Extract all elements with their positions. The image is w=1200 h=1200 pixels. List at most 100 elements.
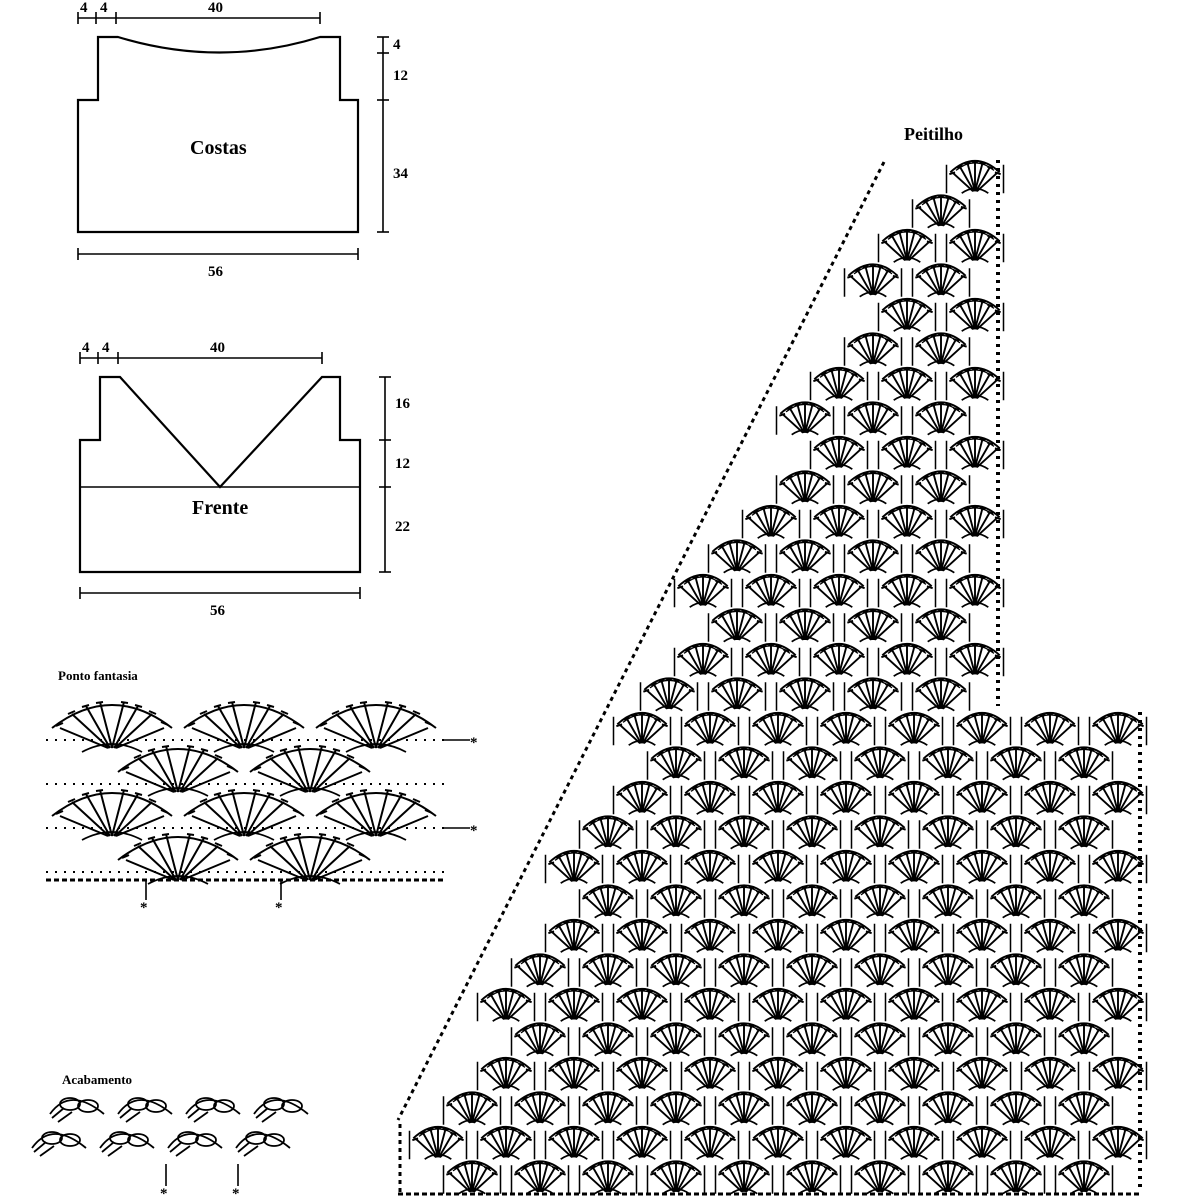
peitilho-fan-stitch xyxy=(884,987,944,1023)
peitilho-fan-stitch xyxy=(1088,1056,1148,1092)
acabamento-loop-stitch xyxy=(235,1131,291,1157)
peitilho-fan-stitch xyxy=(816,780,876,816)
peitilho-fan-stitch xyxy=(578,953,638,988)
peitilho-fan-stitch xyxy=(680,711,740,747)
ponto-fantasia-marker-row-b: * xyxy=(470,823,478,839)
peitilho-fan-stitch xyxy=(741,504,801,540)
peitilho-fan-stitch xyxy=(612,987,672,1023)
peitilho-fan-stitch xyxy=(884,849,944,885)
peitilho-fan-stitch xyxy=(748,918,808,954)
frente-dim-right-c: 22 xyxy=(395,519,410,535)
peitilho-fan-stitch xyxy=(748,849,808,885)
peitilho-fan-stitch xyxy=(945,159,1005,195)
peitilho-fan-stitch xyxy=(952,849,1012,885)
peitilho-fan-stitch xyxy=(707,539,767,574)
peitilho-fan-stitch xyxy=(809,504,869,540)
peitilho-fan-stitch xyxy=(986,746,1046,781)
peitilho-fan-stitch xyxy=(884,711,944,747)
frente-schematic: 4 4 40 Frente 16 12 22 56 xyxy=(78,340,411,619)
peitilho-fan-stitch xyxy=(578,815,638,850)
peitilho-fan-stitch xyxy=(1054,953,1114,988)
peitilho-fan-stitch xyxy=(673,642,733,678)
ponto-fantasia-fan-stitch xyxy=(249,745,371,797)
peitilho-fan-stitch xyxy=(646,884,706,919)
ponto-fantasia-marker-col-b: * xyxy=(275,900,283,916)
acabamento-rows xyxy=(31,1097,309,1157)
peitilho-fan-stitch xyxy=(707,608,767,643)
peitilho-fan-stitch xyxy=(952,987,1012,1023)
ponto-fantasia-fan-stitch xyxy=(183,701,305,753)
peitilho-fan-stitch xyxy=(850,884,910,919)
ponto-fantasia-marker-col-a: * xyxy=(140,900,148,916)
peitilho-fan-stitch xyxy=(1088,918,1148,954)
peitilho-fan-stitch xyxy=(884,1056,944,1092)
frente-dim-top-a: 4 xyxy=(82,340,90,356)
peitilho-fan-stitch xyxy=(646,746,706,781)
peitilho-fan-stitch xyxy=(877,297,937,333)
acabamento-title: Acabamento xyxy=(62,1072,132,1087)
peitilho-fan-stitch xyxy=(612,918,672,954)
peitilho-fan-stitch xyxy=(612,849,672,885)
peitilho-chart: Peitilho xyxy=(396,124,1148,1196)
peitilho-fan-stitch xyxy=(918,815,978,850)
peitilho-fan-stitch xyxy=(741,573,801,609)
peitilho-fan-stitch xyxy=(911,194,971,229)
peitilho-fan-stitch xyxy=(510,1091,570,1126)
peitilho-fan-stitch xyxy=(442,1091,502,1126)
ponto-fantasia-chart: Ponto fantasia * * * * xyxy=(46,668,478,916)
peitilho-fan-stitch xyxy=(884,780,944,816)
acabamento-loop-stitch xyxy=(253,1097,309,1123)
costas-outline xyxy=(76,35,360,234)
peitilho-fan-stitch xyxy=(918,1091,978,1126)
peitilho-fan-stitch xyxy=(408,1125,468,1161)
peitilho-fan-stitch xyxy=(1054,1160,1114,1195)
peitilho-fan-stitch xyxy=(850,1091,910,1126)
peitilho-fan-stitch xyxy=(714,815,774,850)
peitilho-fan-stitch xyxy=(1020,1056,1080,1092)
peitilho-fan-stitch xyxy=(639,677,699,712)
ponto-fantasia-fan-stitch xyxy=(51,789,173,841)
peitilho-fan-stitch xyxy=(544,987,604,1023)
peitilho-fan-stitch xyxy=(612,1125,672,1161)
peitilho-fan-stitch xyxy=(714,746,774,781)
peitilho-fan-grid xyxy=(408,159,1148,1195)
ponto-fantasia-marker-row-a: * xyxy=(470,735,478,751)
peitilho-fan-stitch xyxy=(843,470,903,505)
ponto-fantasia-fan-stitch xyxy=(249,833,371,885)
peitilho-title: Peitilho xyxy=(904,124,963,144)
peitilho-fan-stitch xyxy=(1054,815,1114,850)
peitilho-fan-stitch xyxy=(850,746,910,781)
frente-dim-right-b: 12 xyxy=(395,456,410,472)
peitilho-fan-stitch xyxy=(877,573,937,609)
peitilho-fan-stitch xyxy=(544,849,604,885)
peitilho-fan-stitch xyxy=(578,884,638,919)
peitilho-fan-stitch xyxy=(1054,1091,1114,1126)
peitilho-fan-stitch xyxy=(544,918,604,954)
peitilho-fan-stitch xyxy=(646,1160,706,1195)
peitilho-fan-stitch xyxy=(945,642,1005,678)
ponto-fantasia-title: Ponto fantasia xyxy=(58,668,138,683)
ponto-fantasia-fan-stitch xyxy=(51,701,173,753)
peitilho-fan-stitch xyxy=(986,1091,1046,1126)
costas-dim-top-b: 4 xyxy=(100,0,108,16)
peitilho-fan-stitch xyxy=(775,677,835,712)
peitilho-fan-stitch xyxy=(1020,849,1080,885)
peitilho-fan-stitch xyxy=(877,366,937,402)
costas-dim-right-a: 4 xyxy=(393,37,401,53)
frente-dim-top-c: 40 xyxy=(210,340,225,356)
peitilho-fan-stitch xyxy=(680,780,740,816)
peitilho-fan-stitch xyxy=(877,228,937,264)
frente-label: Frente xyxy=(192,497,248,519)
peitilho-fan-stitch xyxy=(850,815,910,850)
peitilho-fan-stitch xyxy=(1020,918,1080,954)
peitilho-fan-stitch xyxy=(1020,1125,1080,1161)
peitilho-fan-stitch xyxy=(748,711,808,747)
peitilho-fan-stitch xyxy=(442,1160,502,1195)
peitilho-fan-stitch xyxy=(816,918,876,954)
peitilho-fan-stitch xyxy=(680,918,740,954)
peitilho-fan-stitch xyxy=(986,1160,1046,1195)
peitilho-fan-stitch xyxy=(911,332,971,367)
peitilho-fan-stitch xyxy=(986,815,1046,850)
peitilho-fan-stitch xyxy=(748,987,808,1023)
